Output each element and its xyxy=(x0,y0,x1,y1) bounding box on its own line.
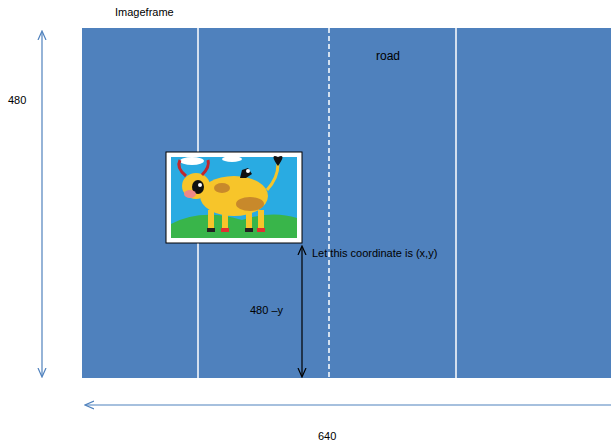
cow-picture xyxy=(166,152,302,243)
road-illustration xyxy=(82,28,611,378)
dimension-label: Let this coordinate is (x,y) xyxy=(312,247,437,260)
dimension-label: 640 xyxy=(318,430,336,443)
frame-title: Imageframe xyxy=(115,6,174,19)
dimension-label: 480 xyxy=(8,94,26,107)
region-label: road xyxy=(376,50,400,63)
dimension-label: 480 –y xyxy=(250,304,283,317)
image-frame: Imageframeroad480 –yLet this coordinate … xyxy=(82,28,611,378)
height-arrow xyxy=(41,32,42,376)
distance-arrow xyxy=(301,247,302,376)
lane-divider xyxy=(328,28,330,378)
lane-line xyxy=(455,28,457,378)
width-arrow xyxy=(86,404,611,405)
